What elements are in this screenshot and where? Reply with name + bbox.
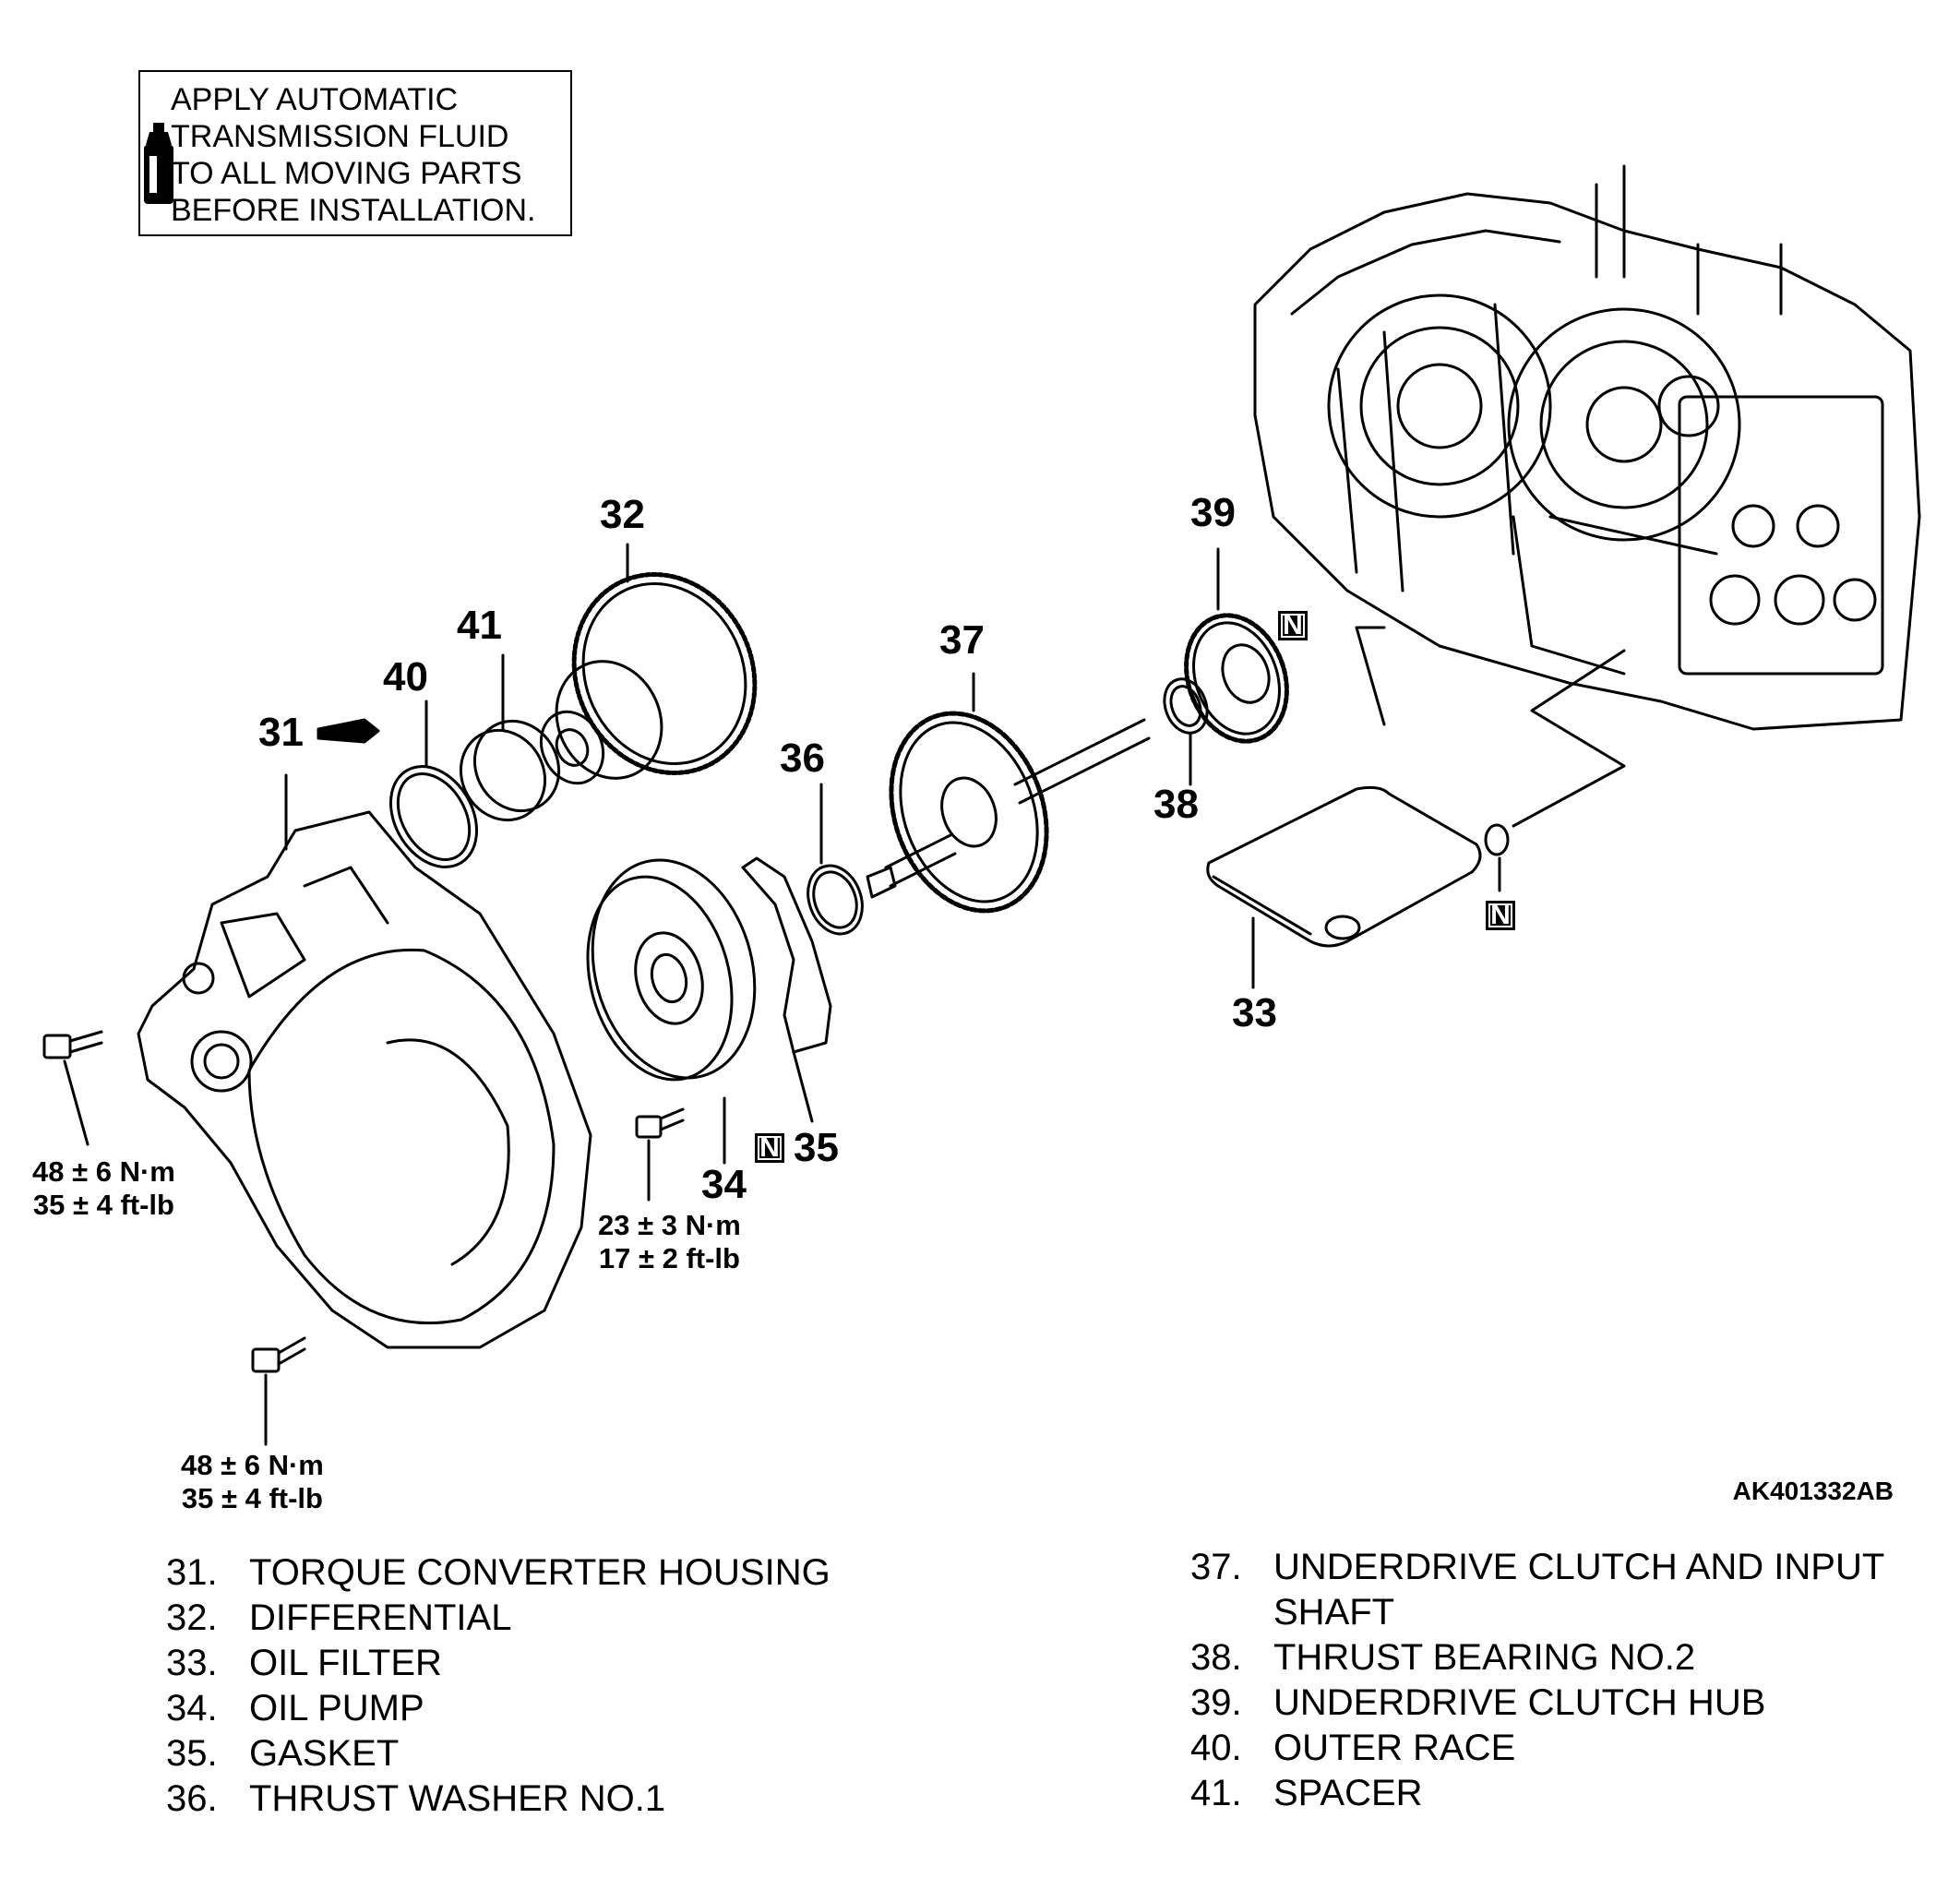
underdrive-clutch-hub bbox=[1184, 547, 1289, 744]
legend-name: SPACER bbox=[1273, 1773, 1423, 1813]
legend-item: 32. DIFFERENTIAL bbox=[166, 1596, 831, 1641]
differential bbox=[539, 543, 758, 785]
callout-33: 33 bbox=[1232, 990, 1277, 1035]
parts-legend-left: 31. TORQUE CONVERTER HOUSING 32. DIFFERENT… bbox=[166, 1550, 831, 1822]
callout-34: 34 bbox=[701, 1162, 747, 1207]
legend-number: 32. bbox=[166, 1597, 218, 1638]
transmission-case bbox=[1253, 164, 1921, 731]
oil-bottle-icon bbox=[144, 123, 173, 204]
instruction-note: APPLY AUTOMATIC TRANSMISSION FLUID TO AL… bbox=[138, 70, 572, 236]
legend-item: 31. TORQUE CONVERTER HOUSING bbox=[166, 1550, 831, 1596]
legend-number: 33. bbox=[166, 1643, 218, 1683]
legend-number: 40. bbox=[1190, 1728, 1242, 1768]
legend-item: 35. GASKET bbox=[166, 1731, 831, 1776]
torque-ftlb: 35 ± 4 ft-lb bbox=[181, 1482, 323, 1514]
note-line: TO ALL MOVING PARTS bbox=[171, 156, 522, 191]
note-line: APPLY AUTOMATIC bbox=[171, 82, 459, 117]
underdrive-clutch-input-shaft bbox=[866, 672, 1151, 914]
legend-name: UNDERDRIVE CLUTCH HUB bbox=[1273, 1682, 1766, 1723]
legend-name: DIFFERENTIAL bbox=[249, 1597, 512, 1638]
torque-converter-housing bbox=[137, 810, 592, 1349]
gasket bbox=[741, 856, 832, 1123]
bolt-left bbox=[42, 1030, 103, 1146]
legend-name: OIL PUMP bbox=[249, 1688, 424, 1728]
non-reusable-badge: N bbox=[1278, 611, 1308, 640]
o-ring bbox=[1355, 626, 1626, 892]
legend-number: 31. bbox=[166, 1552, 218, 1593]
callout-39: 39 bbox=[1190, 490, 1236, 535]
oil-pump bbox=[586, 858, 757, 1165]
legend-item: 34. OIL PUMP bbox=[166, 1686, 831, 1731]
transmission-exploded-drawing bbox=[42, 164, 1921, 1446]
legend-number: 34. bbox=[166, 1688, 218, 1728]
torque-nm: 48 ± 6 N·m bbox=[32, 1155, 175, 1188]
drawing-code: AK401332AB bbox=[1732, 1477, 1894, 1505]
torque-ftlb: 35 ± 4 ft-lb bbox=[32, 1189, 174, 1221]
non-reusable-badge: N bbox=[1486, 901, 1515, 930]
outer-race bbox=[388, 700, 479, 868]
torque-nm: 23 ± 3 N·m bbox=[598, 1209, 741, 1241]
legend-name: OIL FILTER bbox=[249, 1643, 442, 1683]
torque-ftlb: 17 ± 2 ft-lb bbox=[598, 1242, 740, 1274]
legend-name: THRUST WASHER NO.1 bbox=[249, 1778, 666, 1819]
thrust-bearing-2 bbox=[1163, 677, 1209, 786]
legend-item: 40. OUTER RACE bbox=[1190, 1726, 1938, 1771]
callout-35: 35 bbox=[794, 1125, 839, 1170]
legend-item: 41. SPACER bbox=[1190, 1771, 1938, 1816]
parts-legend-right: 37. UNDERDRIVE CLUTCH AND INPUT SHAFT 38.… bbox=[1190, 1545, 1938, 1816]
legend-item: 39. UNDERDRIVE CLUTCH HUB bbox=[1190, 1681, 1938, 1726]
legend-number: 36. bbox=[166, 1778, 218, 1819]
legend-item: 38. THRUST BEARING NO.2 bbox=[1190, 1635, 1938, 1681]
torque-spec-bottom: 48 ± 6 N·m 35 ± 4 ft-lb bbox=[181, 1449, 324, 1515]
legend-name: GASKET bbox=[249, 1733, 400, 1774]
legend-item: 33. OIL FILTER bbox=[166, 1641, 831, 1686]
bolt-pump bbox=[635, 1107, 685, 1202]
non-reusable-badge: N bbox=[755, 1133, 784, 1163]
legend-number: 37. bbox=[1190, 1547, 1242, 1587]
spacer bbox=[459, 653, 561, 822]
callout-37: 37 bbox=[939, 617, 985, 663]
legend-number: 39. bbox=[1190, 1682, 1242, 1723]
bolt-bottom bbox=[251, 1336, 306, 1446]
legend-name: TORQUE CONVERTER HOUSING bbox=[249, 1552, 831, 1593]
legend-item: 36. THRUST WASHER NO.1 bbox=[166, 1776, 831, 1822]
callout-32: 32 bbox=[600, 492, 645, 537]
callout-41: 41 bbox=[457, 603, 502, 648]
callout-38: 38 bbox=[1153, 782, 1199, 827]
note-line: TRANSMISSION FLUID bbox=[171, 119, 509, 154]
legend-name: OUTER RACE bbox=[1273, 1728, 1516, 1768]
sealant-tube bbox=[317, 718, 380, 744]
thrust-washer-1 bbox=[807, 783, 864, 936]
legend-number: 38. bbox=[1190, 1637, 1242, 1678]
callout-31: 31 bbox=[258, 710, 304, 755]
legend-number: 41. bbox=[1190, 1773, 1242, 1813]
legend-item: 37. UNDERDRIVE CLUTCH AND INPUT SHAFT bbox=[1190, 1545, 1938, 1635]
legend-number: 35. bbox=[166, 1733, 218, 1774]
note-line: BEFORE INSTALLATION. bbox=[171, 193, 536, 228]
torque-spec-pump: 23 ± 3 N·m 17 ± 2 ft-lb bbox=[598, 1209, 741, 1275]
legend-name: THRUST BEARING NO.2 bbox=[1273, 1637, 1696, 1678]
note-text: APPLY AUTOMATIC TRANSMISSION FLUID TO AL… bbox=[171, 81, 535, 229]
callout-40: 40 bbox=[383, 654, 428, 700]
callout-36: 36 bbox=[780, 736, 825, 781]
legend-name: UNDERDRIVE CLUTCH AND INPUT SHAFT bbox=[1273, 1547, 1884, 1633]
oil-filter bbox=[1206, 785, 1482, 989]
torque-nm: 48 ± 6 N·m bbox=[181, 1449, 324, 1481]
torque-spec-left: 48 ± 6 N·m 35 ± 4 ft-lb bbox=[32, 1155, 175, 1222]
